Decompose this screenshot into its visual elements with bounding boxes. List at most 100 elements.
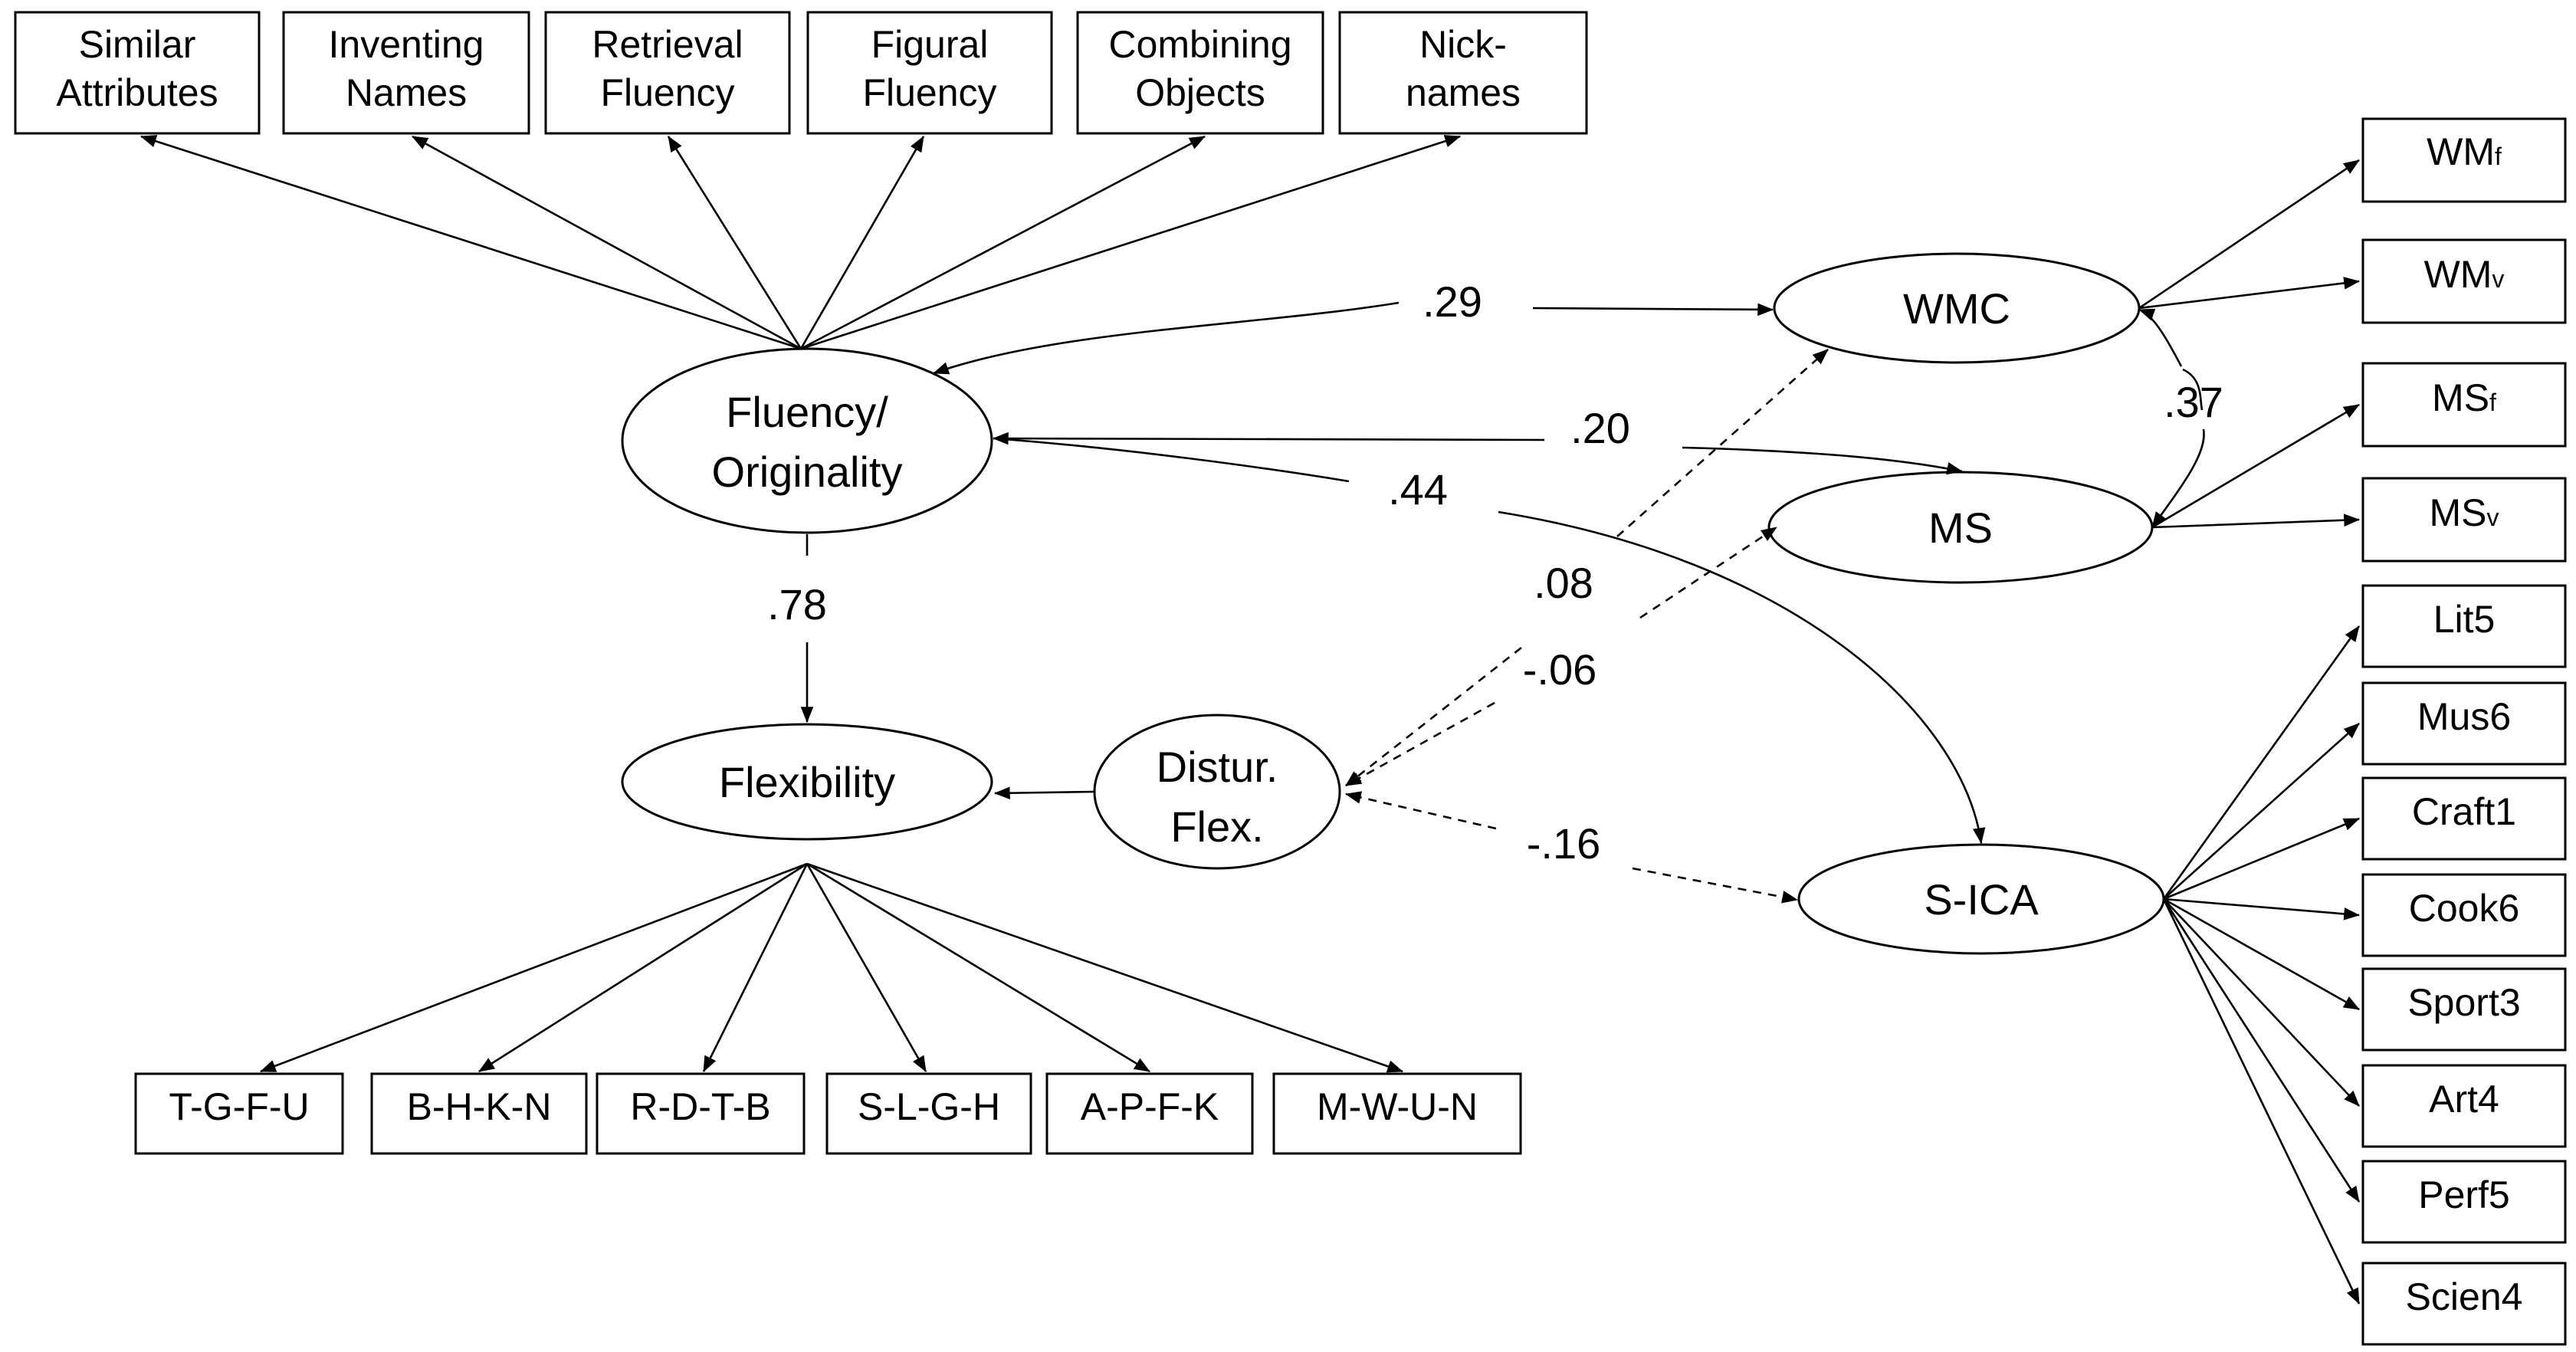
indicator-label: Scien4 — [2406, 1275, 2523, 1318]
coefficient-disturbance-sica: -.16 — [1527, 819, 1601, 868]
indicator-label: Craft1 — [2412, 790, 2516, 833]
coefficient-fluency-sica: .44 — [1388, 465, 1448, 514]
path-arrow — [933, 301, 1400, 375]
flexibility-indicator-boxes: T-G-F-U B-H-K-N R-D-T-B S-L-G-H A-P-F-K … — [134, 1072, 1522, 1155]
path-arrow — [1345, 701, 1495, 787]
indicator-label: S-L-G-H — [858, 1085, 1000, 1128]
indicator-inventing-names: Inventing Names — [282, 11, 530, 135]
path-arrow — [1616, 349, 1829, 537]
loading-arrow — [412, 135, 802, 350]
indicator-apfk: A-P-F-K — [1045, 1072, 1254, 1155]
indicator-wm-f: WMf — [2361, 117, 2567, 203]
path-fluency-sica: .44 — [993, 437, 1986, 845]
indicator-ms-f: MSf — [2361, 362, 2567, 448]
latent-label: MS — [1928, 504, 1993, 552]
indicator-label: Lit5 — [2433, 598, 2496, 641]
loading-arrow — [800, 135, 1206, 350]
indicator-label: R-D-T-B — [630, 1085, 770, 1128]
indicator-perf5: Perf5 — [2361, 1160, 2567, 1244]
path-fluency-to-flexibility: .78 — [767, 534, 827, 724]
indicator-label-line2: Names — [346, 71, 467, 114]
indicator-label-line2: Attributes — [56, 71, 218, 114]
path-arrow — [1632, 867, 1799, 904]
fluency-indicator-boxes: Similar Attributes Inventing Names Retri… — [14, 11, 1588, 135]
latent-ms: MS — [1767, 471, 2154, 584]
indicator-label-line2: names — [1406, 71, 1521, 114]
path-disturbance-ms: -.06 — [1345, 526, 1777, 787]
loading-arrow — [2162, 898, 2361, 1304]
flexibility-loading-arrows — [260, 862, 1403, 1073]
loading-arrow — [2138, 159, 2360, 310]
coefficient-disturbance-wmc: .08 — [1534, 559, 1593, 607]
indicator-sport3: Sport3 — [2361, 967, 2567, 1052]
indicator-mus6: Mus6 — [2361, 681, 2567, 766]
indicator-label: MSf — [2432, 376, 2496, 419]
coefficient-disturbance-ms: -.06 — [1523, 645, 1597, 694]
disturbance-label-line2: Flex. — [1170, 802, 1263, 851]
latent-label-line2: Originality — [712, 448, 903, 496]
disturbance-label-line1: Distur. — [1157, 743, 1278, 791]
path-arrow — [1498, 510, 1986, 845]
sica-indicator-boxes: Lit5 Mus6 Craft1 Cook6 Sport3 Art4 Perf5 — [2361, 584, 2567, 1346]
indicator-label: WMf — [2427, 130, 2502, 173]
wmc-loading-arrows — [2138, 159, 2361, 310]
disturbance-flexibility: Distur. Flex. — [1093, 714, 1341, 870]
indicator-bhkn: B-H-K-N — [370, 1072, 588, 1155]
path-arrow — [2138, 308, 2183, 367]
indicator-cook6: Cook6 — [2361, 873, 2567, 957]
path-line — [2182, 368, 2204, 411]
sica-loading-arrows — [2162, 625, 2361, 1304]
loading-arrow — [140, 135, 802, 350]
indicator-lit5: Lit5 — [2361, 584, 2567, 668]
loading-arrow — [2138, 277, 2361, 310]
indicator-rdtb: R-D-T-B — [596, 1072, 806, 1155]
loading-arrow — [667, 136, 802, 349]
indicator-art4: Art4 — [2361, 1064, 2567, 1148]
indicator-label-line2: Fluency — [600, 71, 734, 114]
loading-arrow — [702, 863, 809, 1072]
indicator-similar-attributes: Similar Attributes — [14, 11, 261, 135]
indicator-label-line2: Fluency — [862, 71, 996, 114]
indicator-label-line2: Objects — [1135, 71, 1265, 114]
indicator-label: M-W-U-N — [1317, 1085, 1478, 1128]
indicator-ms-v: MSv — [2361, 477, 2567, 563]
coefficient-fluency-flexibility: .78 — [767, 580, 827, 628]
indicator-label-line1: Inventing — [329, 23, 484, 66]
indicator-combining-objects: Combining Objects — [1076, 11, 1324, 135]
latent-label: S-ICA — [1924, 875, 2039, 924]
indicator-label-line1: Nick- — [1419, 23, 1507, 66]
path-disturbance-to-flexibility — [993, 786, 1095, 800]
indicator-figural-fluency: Figural Fluency — [806, 11, 1053, 135]
indicator-craft1: Craft1 — [2361, 776, 2567, 861]
path-arrow — [992, 432, 1545, 445]
indicator-mwun: M-W-U-N — [1272, 1072, 1522, 1155]
loading-arrow — [2162, 898, 2361, 1203]
ms-loading-arrows — [2151, 403, 2361, 529]
path-arrow — [1532, 303, 1774, 317]
indicator-label: Cook6 — [2409, 887, 2520, 930]
indicator-label: Sport3 — [2407, 981, 2520, 1024]
indicator-label: A-P-F-K — [1081, 1085, 1219, 1128]
fluency-loading-arrows — [140, 135, 1461, 350]
loading-arrow — [2163, 898, 2360, 1107]
path-arrow — [2151, 428, 2205, 528]
latent-label: Flexibility — [719, 758, 895, 806]
loading-arrow — [2163, 817, 2360, 901]
covariance-wmc-ms: .37 — [2138, 308, 2223, 528]
latent-label-line1: Fluency/ — [726, 388, 888, 436]
indicator-label: B-H-K-N — [407, 1085, 552, 1128]
indicator-label: Art4 — [2429, 1078, 2499, 1121]
path-arrow — [1344, 791, 1497, 830]
indicator-label-line1: Similar — [79, 23, 196, 66]
loading-arrow — [806, 863, 927, 1072]
loading-arrow — [799, 136, 925, 349]
path-disturbance-sica: -.16 — [1344, 791, 1799, 904]
loading-arrow — [2163, 898, 2360, 1011]
indicator-label: WMv — [2424, 253, 2505, 296]
loading-arrow — [478, 862, 808, 1073]
loading-arrow — [2162, 625, 2361, 900]
loading-arrow — [806, 862, 1403, 1073]
indicator-label: Mus6 — [2417, 695, 2511, 738]
loading-arrow — [2163, 723, 2360, 900]
latent-sica: S-ICA — [1797, 843, 2165, 955]
